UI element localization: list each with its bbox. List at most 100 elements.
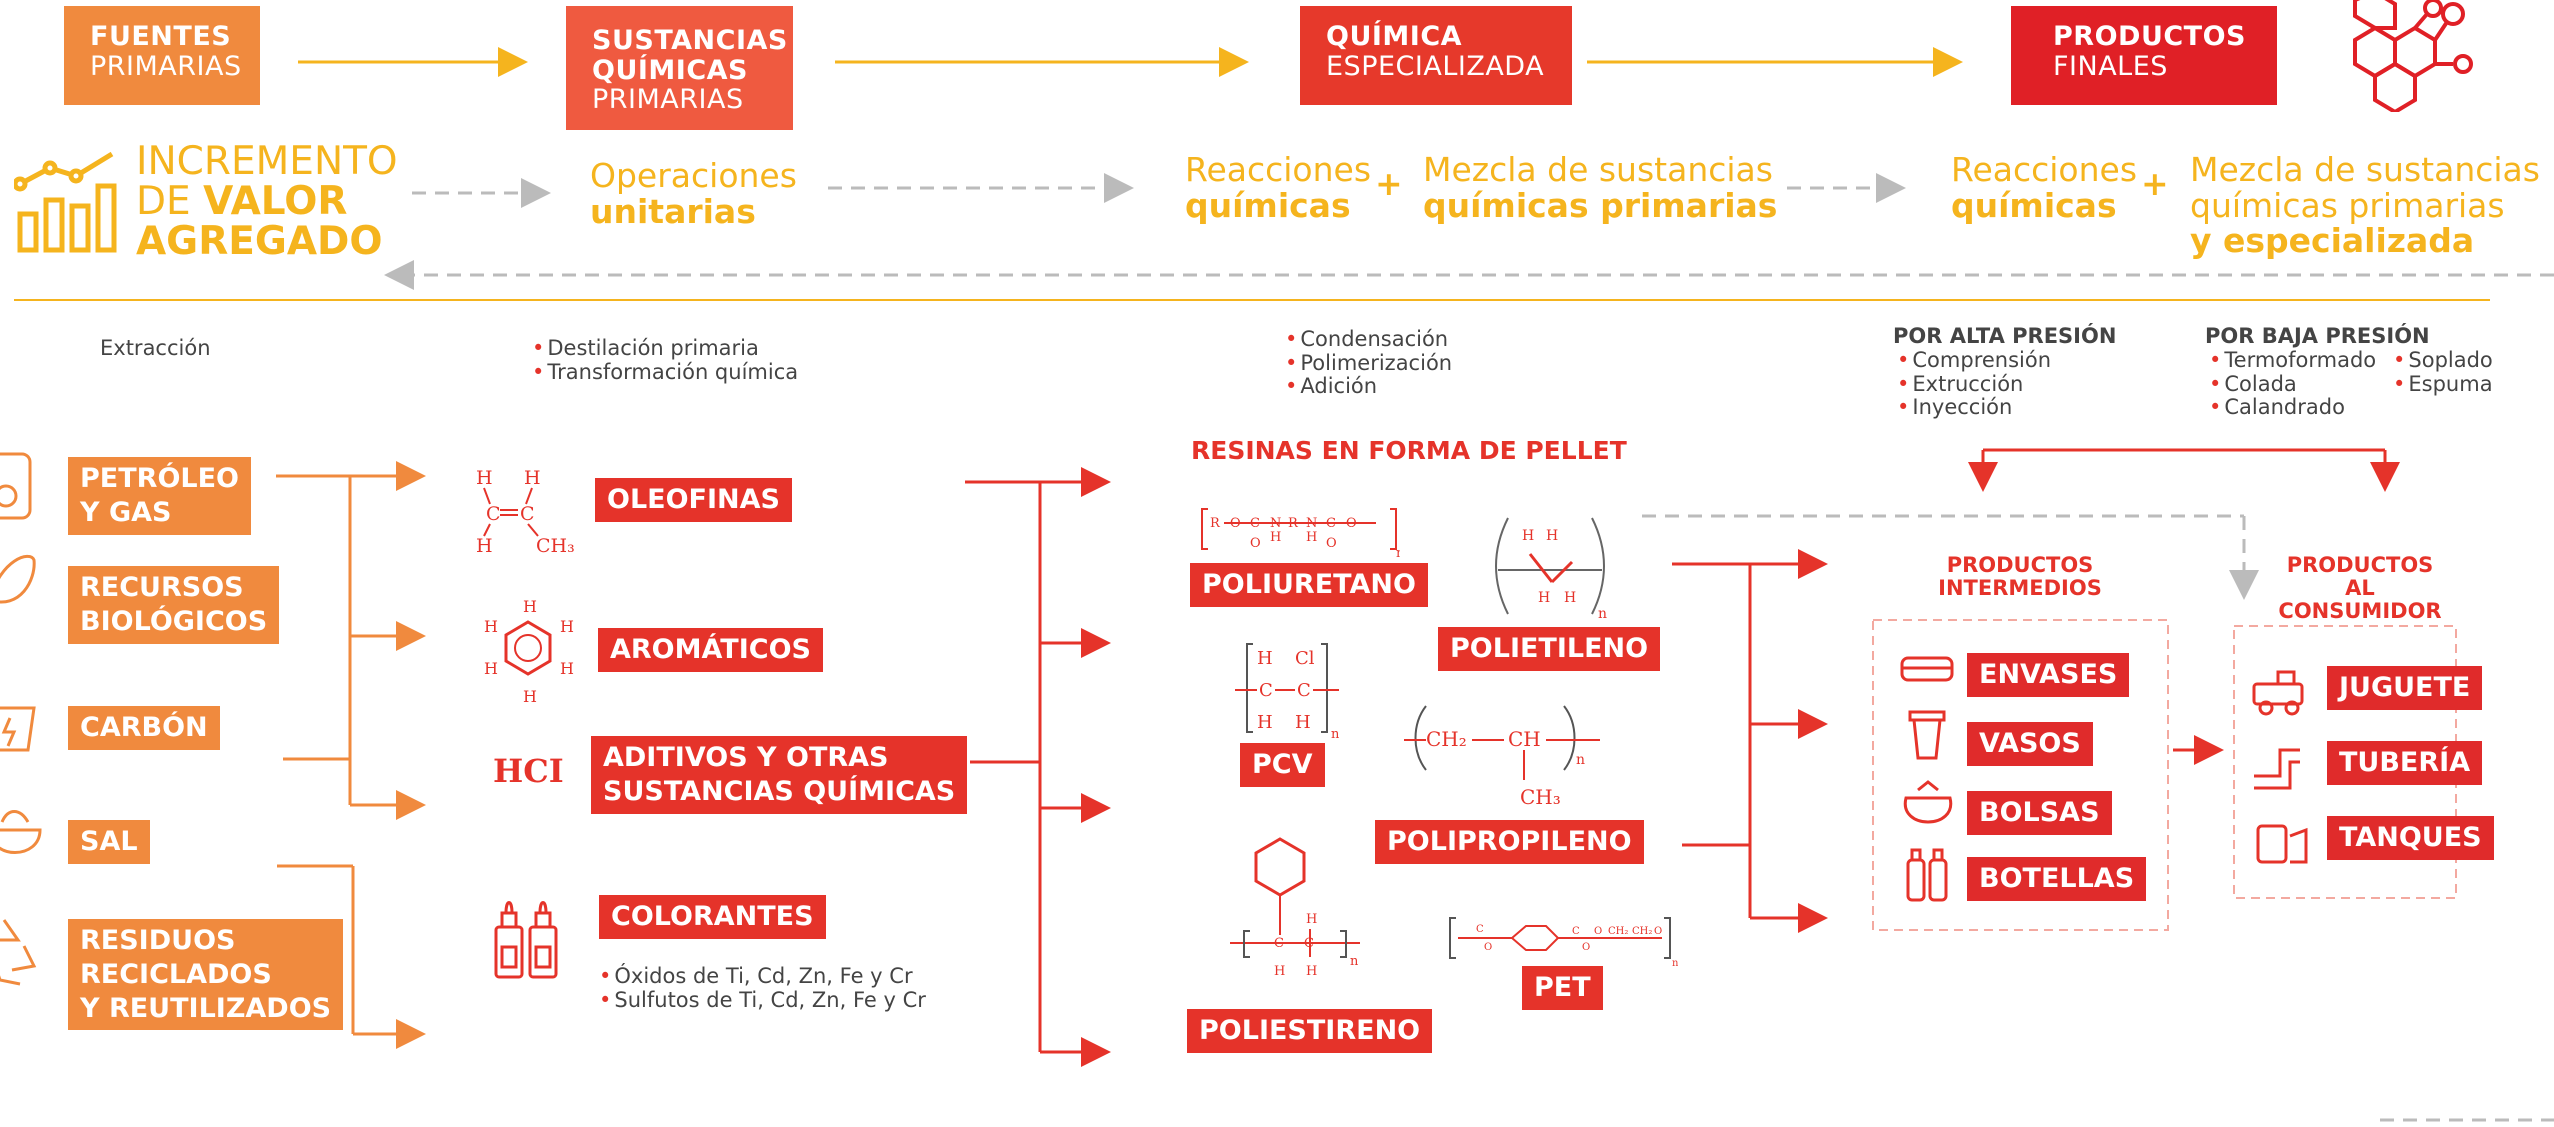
svg-text:H: H bbox=[523, 598, 537, 616]
svg-text:H: H bbox=[1538, 590, 1550, 606]
svg-text:H: H bbox=[1257, 648, 1273, 669]
resin-poliuretano: POLIURETANO bbox=[1190, 563, 1428, 607]
process-5-bold: y especializada bbox=[2190, 221, 2475, 261]
svg-text:R: R bbox=[1288, 516, 1299, 531]
colorantes-oxidos: Óxidos de Ti, Cd, Zn, Fe y Cr bbox=[599, 964, 926, 989]
resin-pet: PET bbox=[1522, 966, 1603, 1010]
colorantes-notes: Óxidos de Ti, Cd, Zn, Fe y Cr Sulfutos d… bbox=[599, 964, 926, 1013]
header-fuentes-bold: FUENTES bbox=[90, 21, 232, 52]
svg-text:H: H bbox=[1564, 590, 1576, 606]
leaf-icon bbox=[0, 554, 36, 604]
svg-text:N: N bbox=[1306, 516, 1317, 531]
svg-text:C: C bbox=[1297, 680, 1311, 701]
svg-text:H: H bbox=[476, 467, 493, 489]
source-icons bbox=[0, 452, 42, 986]
header-quimica-bold: QUÍMICA bbox=[1326, 21, 1463, 52]
molecule-icon bbox=[2353, 0, 2473, 112]
intermedio-envases: ENVASES bbox=[1967, 653, 2130, 697]
header-fuentes-primarias: FUENTES PRIMARIAS bbox=[64, 6, 260, 105]
note-destilacion: Destilación primaria bbox=[532, 336, 798, 361]
header-quimica-especializada: QUÍMICA ESPECIALIZADA bbox=[1300, 6, 1572, 105]
header-sustancias-bold2: QUÍMICAS bbox=[592, 54, 748, 86]
tank-icon bbox=[2256, 824, 2308, 864]
note-adicion: Adición bbox=[1285, 375, 1452, 399]
process-2-light: Reacciones bbox=[1185, 150, 1372, 189]
svg-text:H: H bbox=[1522, 528, 1534, 544]
process-mezcla-2: Mezcla de sustancias químicas primarias … bbox=[2190, 152, 2540, 259]
toy-truck-icon bbox=[2252, 670, 2304, 716]
substance-aditivos: ADITIVOS Y OTRAS SUSTANCIAS QUÍMICAS bbox=[591, 736, 968, 814]
svg-text:H: H bbox=[1306, 912, 1317, 927]
svg-text:N: N bbox=[1270, 516, 1281, 531]
svg-text:C: C bbox=[1304, 936, 1314, 951]
substance-aromaticos: AROMÁTICOS bbox=[598, 628, 823, 672]
svg-text:H: H bbox=[1257, 712, 1273, 733]
note-extrucion: Extrucción bbox=[1897, 372, 2051, 397]
note-extraccion: Extracción bbox=[100, 336, 211, 360]
process-operaciones-unitarias: Operaciones unitarias bbox=[590, 158, 797, 229]
source-recursos-biologicos: RECURSOS BIOLÓGICOS bbox=[68, 566, 280, 644]
resin-polipropileno: POLIPROPILENO bbox=[1375, 820, 1644, 864]
value-added-title: INCREMENTO DE VALOR AGREGADO bbox=[136, 142, 398, 261]
container-icon bbox=[1900, 656, 1954, 682]
resin-poliestireno: POLIESTIRENO bbox=[1187, 1009, 1433, 1053]
intermedio-botellas: BOTELLAS bbox=[1967, 857, 2147, 901]
note-comprension: Comprensión bbox=[1897, 348, 2051, 373]
header-quimica-light: ESPECIALIZADA bbox=[1326, 50, 1545, 82]
process-5-light1: Mezcla de sustancias bbox=[2190, 150, 2540, 189]
svg-text:O: O bbox=[1230, 516, 1241, 531]
svg-text:C: C bbox=[1326, 516, 1336, 531]
header-productos-finales: PRODUCTOS FINALES bbox=[2011, 6, 2277, 105]
colorantes-sulfutos: Sulfutos de Ti, Cd, Zn, Fe y Cr bbox=[599, 988, 925, 1013]
header-sustancias-bold1: SUSTANCIAS bbox=[592, 25, 788, 56]
note-soplado: Soplado bbox=[2393, 348, 2492, 373]
svg-text:C: C bbox=[1259, 680, 1273, 701]
consumidor-title: PRODUCTOS AL CONSUMIDOR bbox=[2270, 553, 2450, 623]
svg-text:H: H bbox=[1306, 964, 1317, 979]
svg-text:O: O bbox=[1582, 942, 1590, 953]
svg-text:n: n bbox=[1331, 727, 1340, 740]
note-condensacion: Condensación bbox=[1285, 327, 1452, 352]
note-alta-presion-list: Comprensión Extrucción Inyección bbox=[1897, 348, 2051, 420]
header-sustancias-primarias: SUSTANCIAS QUÍMICAS PRIMARIAS bbox=[566, 6, 793, 130]
svg-text:CH: CH bbox=[1508, 727, 1541, 751]
header-productos-light: FINALES bbox=[2053, 50, 2168, 82]
source-petroleo-gas: PETRÓLEO Y GAS bbox=[68, 457, 251, 535]
process-2-bold: químicas bbox=[1185, 185, 1351, 225]
process-4-light: Reacciones bbox=[1951, 150, 2138, 189]
substance-oleofinas: OLEOFINAS bbox=[595, 478, 792, 522]
svg-text:CH₃: CH₃ bbox=[1520, 785, 1561, 809]
svg-text:H: H bbox=[560, 659, 574, 678]
svg-text:O: O bbox=[1654, 926, 1662, 937]
svg-text:C: C bbox=[520, 503, 535, 525]
process-5-light2: químicas primarias bbox=[2190, 185, 2505, 225]
note-inyeccion: Inyección bbox=[1897, 396, 2051, 420]
svg-text:H: H bbox=[484, 659, 498, 678]
process-1-light: Operaciones bbox=[590, 156, 797, 195]
header-productos-bold: PRODUCTOS bbox=[2053, 21, 2246, 52]
process-4-bold: químicas bbox=[1951, 185, 2117, 225]
svg-text:H: H bbox=[1274, 964, 1285, 979]
bottles-icon bbox=[1906, 848, 1948, 902]
cup-icon bbox=[1908, 710, 1946, 760]
header-sustancias-light: PRIMARIAS bbox=[592, 84, 744, 116]
svg-text:H: H bbox=[476, 535, 493, 557]
svg-text:H: H bbox=[524, 467, 541, 489]
consumidor-tanques: TANQUES bbox=[2327, 816, 2494, 860]
note-baja-presion-list-2: Soplado Espuma bbox=[2393, 348, 2492, 396]
svg-text:CH₃: CH₃ bbox=[536, 535, 575, 557]
svg-text:H: H bbox=[523, 687, 537, 706]
note-alta-presion-title: POR ALTA PRESIÓN bbox=[1893, 324, 2117, 348]
svg-text:Cl: Cl bbox=[1295, 648, 1315, 669]
intermedio-bolsas: BOLSAS bbox=[1967, 791, 2112, 835]
plus-sign-1: + bbox=[1375, 164, 1403, 203]
svg-text:R: R bbox=[1210, 516, 1221, 531]
substance-colorantes: COLORANTES bbox=[599, 895, 826, 939]
process-3-light: Mezcla de sustancias bbox=[1423, 150, 1773, 189]
dye-bottles-icon bbox=[494, 901, 558, 979]
svg-text:H: H bbox=[484, 617, 498, 636]
svg-text:CH₂: CH₂ bbox=[1632, 926, 1652, 937]
